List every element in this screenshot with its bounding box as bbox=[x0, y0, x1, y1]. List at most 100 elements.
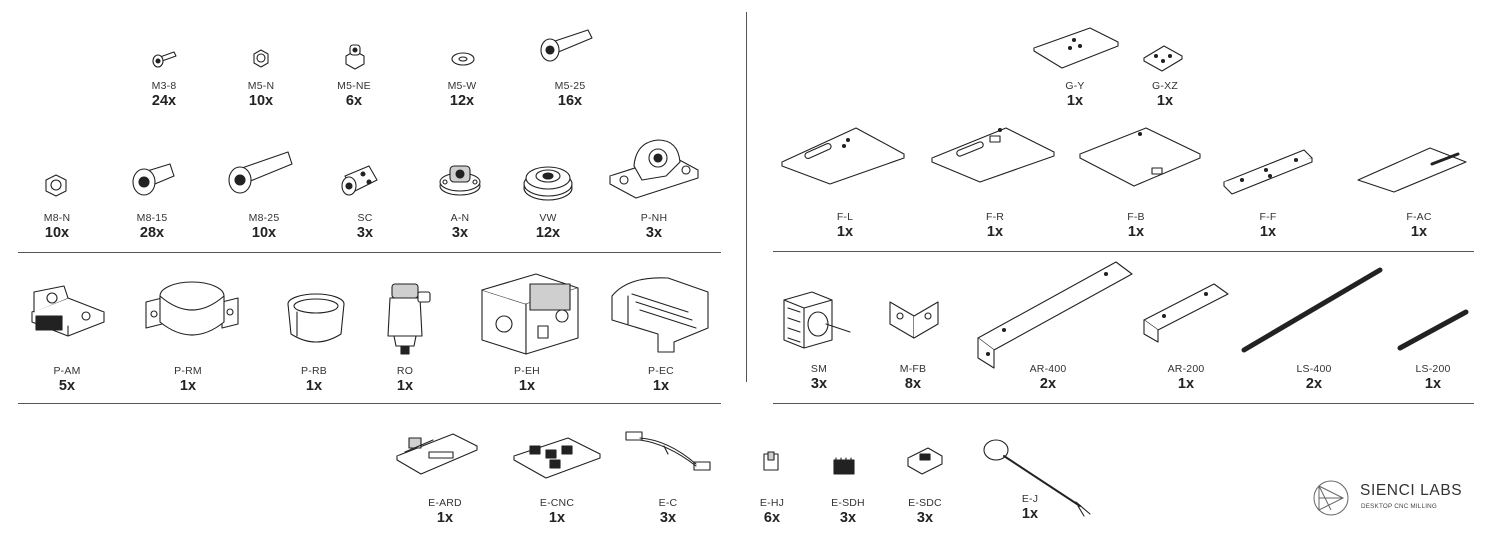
part-code: M8-15 bbox=[136, 212, 168, 224]
v-wheel-icon bbox=[520, 158, 576, 202]
part-code: M5-N bbox=[247, 80, 275, 92]
part-quantity: 1x bbox=[1156, 93, 1174, 109]
gantry-plate-small-icon bbox=[1140, 42, 1186, 74]
part-code: M8-25 bbox=[248, 212, 280, 224]
part-quantity: 3x bbox=[839, 510, 857, 526]
part-quantity: 1x bbox=[986, 224, 1004, 240]
part-code: M5-25 bbox=[554, 80, 586, 92]
part-code: P-NH bbox=[640, 212, 668, 224]
part-quantity: 12x bbox=[535, 225, 561, 241]
part-quantity: 3x bbox=[916, 510, 934, 526]
frame-plate-icon bbox=[928, 124, 1058, 184]
divider-right-1 bbox=[773, 251, 1474, 252]
router-mount-icon bbox=[142, 274, 242, 344]
part-code: LS-400 bbox=[1296, 363, 1332, 375]
part-quantity: 1x bbox=[305, 378, 323, 394]
eccentric-nut-icon bbox=[342, 42, 368, 72]
part-quantity: 1x bbox=[652, 378, 670, 394]
part-code: F-F bbox=[1259, 211, 1277, 223]
part-quantity: 5x bbox=[58, 378, 76, 394]
part-quantity: 10x bbox=[44, 225, 70, 241]
corner-bracket-icon bbox=[886, 294, 942, 342]
part-quantity: 12x bbox=[449, 93, 475, 109]
lead-screw-short-icon bbox=[1396, 308, 1470, 352]
part-code: M8-N bbox=[43, 212, 71, 224]
part-quantity: 3x bbox=[659, 510, 677, 526]
part-quantity: 8x bbox=[904, 376, 922, 392]
bolt-icon bbox=[538, 28, 598, 66]
washer-icon bbox=[449, 50, 477, 68]
gantry-plate-icon bbox=[1030, 24, 1122, 72]
part-code: VW bbox=[539, 212, 557, 224]
angle-rail-icon bbox=[974, 258, 1136, 370]
part-code: P-AM bbox=[53, 365, 81, 377]
sienci-logo: SIENCI LABS DESKTOP CNC MILLING bbox=[1311, 478, 1471, 518]
bolt-icon bbox=[226, 150, 296, 198]
acrylic-panel-icon bbox=[1354, 144, 1470, 194]
part-quantity: 2x bbox=[1039, 376, 1057, 392]
part-code: M5-W bbox=[447, 80, 477, 92]
part-quantity: 1x bbox=[1424, 376, 1442, 392]
part-code: M3-8 bbox=[151, 80, 177, 92]
part-code: G-Y bbox=[1065, 80, 1085, 92]
shaft-coupler-icon bbox=[337, 162, 381, 200]
part-code: E-SDH bbox=[831, 497, 865, 509]
frame-plate-icon bbox=[778, 124, 908, 185]
part-quantity: 6x bbox=[763, 510, 781, 526]
divider-right-2 bbox=[773, 403, 1474, 404]
part-code: SC bbox=[357, 212, 373, 224]
stepper-driver-icon bbox=[904, 444, 946, 478]
part-quantity: 2x bbox=[1305, 376, 1323, 392]
part-quantity: 1x bbox=[1021, 506, 1039, 522]
part-quantity: 3x bbox=[451, 225, 469, 241]
part-quantity: 1x bbox=[179, 378, 197, 394]
part-code: P-EH bbox=[514, 365, 540, 377]
cable-icon bbox=[624, 430, 712, 474]
frame-bar-icon bbox=[1220, 146, 1316, 196]
part-quantity: 3x bbox=[645, 225, 663, 241]
part-code: F-R bbox=[985, 211, 1005, 223]
part-code: M-FB bbox=[899, 363, 927, 375]
part-quantity: 6x bbox=[345, 93, 363, 109]
part-code: P-RM bbox=[174, 365, 202, 377]
bolt-icon bbox=[130, 160, 180, 200]
divider-left-1 bbox=[18, 252, 721, 253]
part-code: E-J bbox=[1021, 493, 1039, 505]
axis-mount-icon bbox=[28, 282, 108, 344]
router-bushing-icon bbox=[283, 290, 349, 348]
part-code: E-C bbox=[658, 497, 678, 509]
part-quantity: 1x bbox=[518, 378, 536, 394]
part-quantity: 1x bbox=[1259, 224, 1277, 240]
lead-screw-icon bbox=[1240, 266, 1386, 356]
part-quantity: 1x bbox=[836, 224, 854, 240]
logo-name: SIENCI LABS bbox=[1360, 482, 1463, 499]
part-quantity: 1x bbox=[396, 378, 414, 394]
part-code: F-AC bbox=[1406, 211, 1432, 223]
part-code: P-RB bbox=[301, 365, 327, 377]
part-quantity: 10x bbox=[251, 225, 277, 241]
part-quantity: 1x bbox=[1127, 224, 1145, 240]
part-code: F-L bbox=[836, 211, 854, 223]
cnc-shield-icon bbox=[510, 434, 604, 482]
